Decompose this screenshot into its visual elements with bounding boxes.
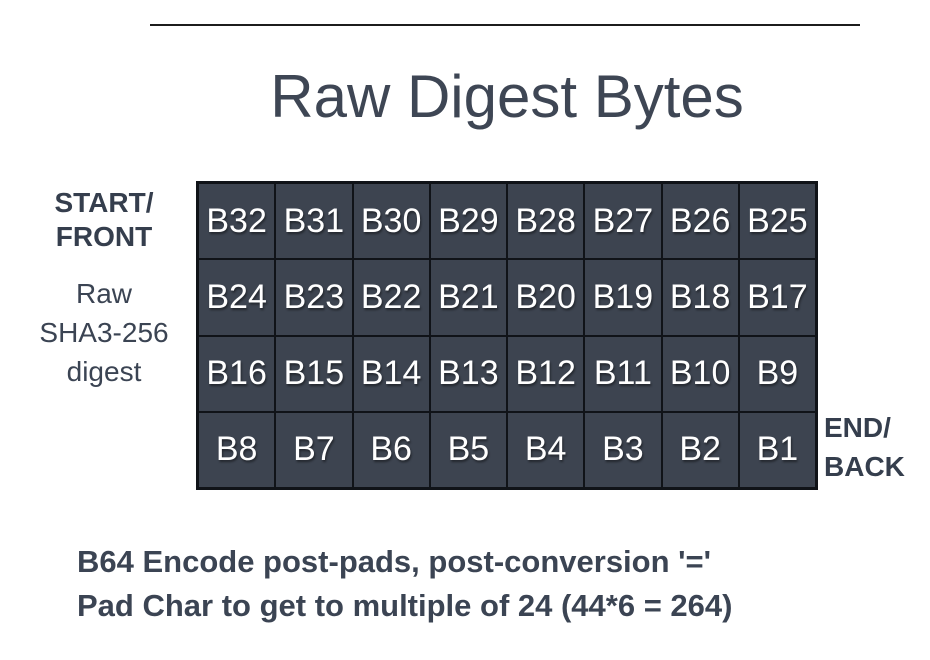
byte-cell-b12: B12	[508, 336, 584, 411]
end-back-label: END/ BACK	[824, 412, 905, 482]
byte-cell-b30: B30	[353, 184, 429, 259]
byte-cell-b8: B8	[199, 412, 275, 487]
byte-cell-b9: B9	[739, 336, 815, 411]
byte-cell-b31: B31	[276, 184, 352, 259]
byte-cell-b3: B3	[585, 412, 661, 487]
byte-cell-b14: B14	[353, 336, 429, 411]
byte-cell-b11: B11	[585, 336, 661, 411]
byte-cell-b20: B20	[508, 260, 584, 335]
byte-cell-b26: B26	[662, 184, 738, 259]
byte-cell-b23: B23	[276, 260, 352, 335]
byte-cell-b1: B1	[739, 412, 815, 487]
byte-cell-b25: B25	[739, 184, 815, 259]
byte-cell-b6: B6	[353, 412, 429, 487]
byte-cell-b22: B22	[353, 260, 429, 335]
byte-cell-b18: B18	[662, 260, 738, 335]
byte-cell-b15: B15	[276, 336, 352, 411]
byte-cell-b7: B7	[276, 412, 352, 487]
byte-cell-b10: B10	[662, 336, 738, 411]
byte-cell-b13: B13	[430, 336, 506, 411]
encoding-caption: B64 Encode post-pads, post-conversion '=…	[77, 544, 733, 623]
start-front-label: START/ FRONT	[54, 187, 154, 252]
digest-label: Raw SHA3-256 digest	[39, 278, 169, 387]
byte-cell-b27: B27	[585, 184, 661, 259]
slide-title: Raw Digest Bytes	[270, 63, 744, 130]
byte-cell-b16: B16	[199, 336, 275, 411]
byte-cell-b21: B21	[430, 260, 506, 335]
byte-cell-b17: B17	[739, 260, 815, 335]
byte-cell-b19: B19	[585, 260, 661, 335]
byte-cell-b2: B2	[662, 412, 738, 487]
byte-cell-b24: B24	[199, 260, 275, 335]
byte-cell-b28: B28	[508, 184, 584, 259]
byte-grid: B32 B31 B30 B29 B28 B27 B26 B25 B24 B23 …	[196, 181, 818, 490]
byte-cell-b5: B5	[430, 412, 506, 487]
byte-cell-b32: B32	[199, 184, 275, 259]
title-underline	[150, 24, 860, 26]
byte-cell-b4: B4	[508, 412, 584, 487]
byte-cell-b29: B29	[430, 184, 506, 259]
